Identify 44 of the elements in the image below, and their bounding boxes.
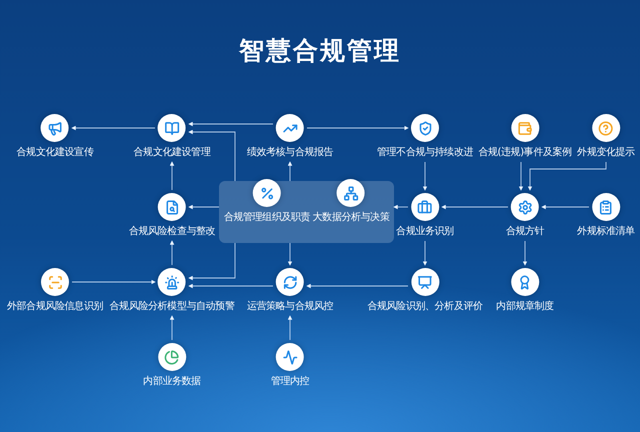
- node-label: 外规标准清单: [577, 226, 635, 238]
- node-label: 合规文化建设管理: [134, 147, 210, 159]
- diagram-title: 智慧合规管理: [238, 35, 402, 67]
- node-label: 内部规章制度: [496, 301, 554, 313]
- arrow: [170, 240, 174, 266]
- arrow: [288, 315, 292, 340]
- node-label: 管理不合规与持续改进: [377, 147, 473, 159]
- arrow: [188, 284, 274, 288]
- arrow: [441, 204, 508, 210]
- node-label: 大数据分析与决策: [312, 212, 390, 224]
- arrow: [288, 161, 292, 182]
- arrow: [188, 130, 236, 182]
- arrow: [518, 162, 524, 191]
- arrow: [522, 240, 528, 266]
- group-panel: [219, 181, 394, 243]
- arrow: [188, 204, 220, 210]
- arrow: [188, 122, 274, 126]
- arrow: [422, 240, 428, 266]
- node-label: 合规风险分析模型与自动预警: [110, 301, 234, 313]
- node-label: 管理内控: [270, 376, 310, 388]
- node-label: 合规方针: [506, 226, 544, 238]
- arrow: [528, 162, 606, 191]
- arrow: [170, 161, 174, 190]
- node-label: 绩效考核与合规报告: [246, 147, 334, 159]
- node-label: 合规管理组织及职责: [224, 212, 310, 224]
- arrow: [541, 204, 590, 210]
- arrow: [170, 315, 174, 340]
- arrow: [288, 242, 292, 266]
- node-label: 外部合规风险信息识别: [7, 301, 103, 313]
- node-label: 合规业务识别: [396, 226, 454, 238]
- arrow: [306, 284, 408, 288]
- node-label: 合规(违规)事件及案例: [478, 147, 572, 159]
- node-label: 内部业务数据: [143, 376, 201, 388]
- arrow: [71, 126, 156, 130]
- arrow: [393, 204, 408, 210]
- node-label: 合规文化建设宣传: [16, 147, 94, 159]
- arrow: [306, 126, 409, 130]
- node-label: 合规风险检查与整改: [128, 226, 216, 238]
- node-label: 外规变化提示: [577, 147, 635, 159]
- arrow: [72, 280, 156, 284]
- node-label: 合规风险识别、分析及评价: [367, 301, 483, 313]
- node-label: 运营策略与合规风控: [246, 301, 334, 313]
- arrow: [422, 162, 428, 191]
- arrow: [188, 242, 236, 280]
